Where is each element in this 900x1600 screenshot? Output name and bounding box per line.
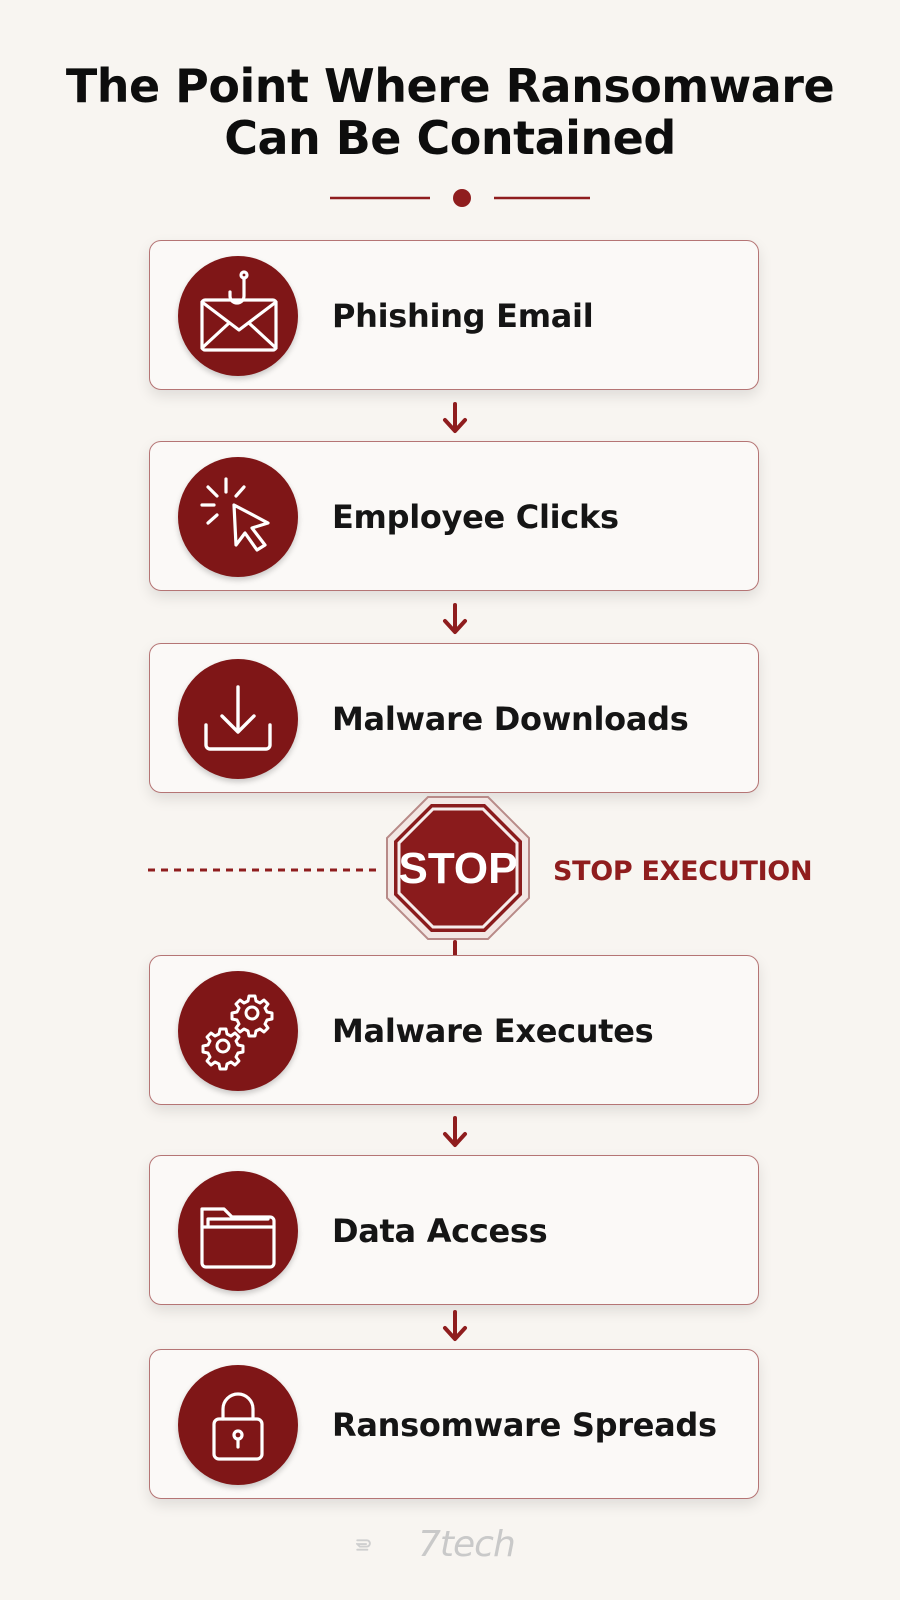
- step-label: Phishing Email: [332, 297, 594, 335]
- step-card-malware-executes: Malware Executes: [149, 955, 759, 1105]
- envelope-hook-icon: [178, 256, 298, 376]
- stop-sign-text: STOP: [398, 844, 517, 893]
- stop-sign-icon: STOP: [386, 796, 530, 940]
- logo: 7tech: [418, 1524, 516, 1565]
- down-arrow-icon: [443, 1310, 467, 1341]
- download-icon: [178, 659, 298, 779]
- step-label: Malware Executes: [332, 1012, 654, 1050]
- logo-mark-icon: [356, 1539, 371, 1551]
- step-card-phishing-email: Phishing Email: [149, 240, 759, 390]
- step-label: Employee Clicks: [332, 498, 619, 536]
- cursor-click-icon: [178, 457, 298, 577]
- gears-icon: [178, 971, 298, 1091]
- down-arrow-icon: [443, 402, 467, 433]
- step-card-employee-clicks: Employee Clicks: [149, 441, 759, 591]
- step-label: Malware Downloads: [332, 700, 689, 738]
- padlock-icon: [178, 1365, 298, 1485]
- down-arrow-icon: [443, 1116, 467, 1147]
- stop-execution-label: STOP EXECUTION: [553, 856, 813, 887]
- folder-icon: [178, 1171, 298, 1291]
- down-arrow-icon: [443, 603, 467, 634]
- step-card-ransomware-spreads: Ransomware Spreads: [149, 1349, 759, 1499]
- stop-dashed-line: [148, 868, 380, 872]
- step-label: Ransomware Spreads: [332, 1406, 717, 1444]
- step-label: Data Access: [332, 1212, 548, 1250]
- title-divider: [330, 189, 590, 207]
- step-card-malware-downloads: Malware Downloads: [149, 643, 759, 793]
- step-card-data-access: Data Access: [149, 1155, 759, 1305]
